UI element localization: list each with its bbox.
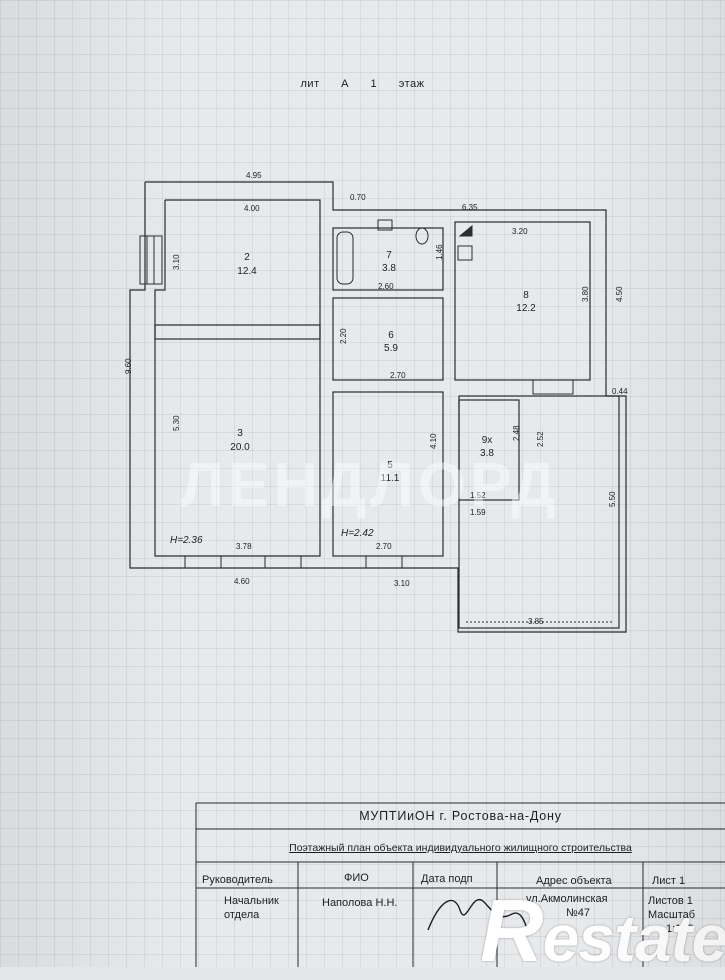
stamp-table (195, 802, 725, 967)
ceiling-heights: Н=2.36 Н=2.42 (170, 528, 374, 546)
dim-960: 9.60 (124, 358, 133, 374)
dim-044: 0.44 (612, 387, 628, 396)
fixtures (336, 219, 473, 285)
dim-152: 1.52 (470, 491, 486, 500)
window-room-8 (532, 379, 574, 395)
height-room-5: Н=2.42 (341, 528, 374, 539)
stamp-description: Поэтажный план объекта индивидуального ж… (289, 842, 632, 854)
dim-320: 3.20 (512, 227, 528, 236)
veranda-outline (458, 395, 620, 629)
room-5-area: 11.1 (381, 473, 400, 484)
room-labels: 2 12.4 3 20.0 5 11.1 6 5.9 7 3.8 8 12.2 … (230, 250, 536, 484)
dim-635: 6.35 (462, 203, 478, 212)
stamp-header-sheet: Лист 1 (652, 875, 686, 887)
stove-icon (457, 245, 473, 261)
stamp-header-date: Дата подп (421, 873, 473, 885)
room-3-area: 20.0 (230, 442, 250, 453)
dim-070: 0.70 (350, 193, 366, 202)
room-5-number: 5 (387, 460, 393, 471)
inner-wall-left (154, 199, 321, 557)
dim-260: 2.60 (378, 282, 394, 291)
stamp-address-line1: ул.Акмолинская (526, 893, 608, 905)
room-8-outline (454, 221, 591, 381)
window-bottom-1 (184, 555, 222, 569)
dim-495: 4.95 (246, 171, 262, 180)
window-bottom-3 (365, 555, 403, 569)
dim-400: 4.00 (244, 204, 260, 213)
bathtub-icon (336, 231, 354, 285)
stamp-block: МУПТИиОН г. Ростова-на-Дону Поэтажный пл… (196, 803, 725, 967)
plan-heading: лит А 1 этаж (300, 78, 425, 90)
dim-270a: 2.70 (390, 371, 406, 380)
dim-410: 4.10 (429, 433, 438, 449)
dim-310a: 3.10 (172, 254, 181, 270)
dim-252: 2.52 (536, 431, 545, 447)
dim-530: 5.30 (172, 415, 181, 431)
room-2-number: 2 (244, 252, 250, 263)
window-left (139, 235, 163, 285)
room-8-number: 8 (523, 290, 529, 301)
dim-310b: 3.10 (394, 579, 410, 588)
stamp-scale-label: Масштаб (648, 909, 696, 921)
room-8-area: 12.2 (516, 303, 536, 314)
stamp-scale-value: 1:100 (666, 923, 694, 935)
dim-146: 1.46 (435, 244, 444, 260)
stamp-position-line1: Начальник (224, 895, 279, 907)
dim-220: 2.20 (339, 328, 348, 344)
dim-460: 4.60 (234, 577, 250, 586)
outer-wall-outline (129, 181, 627, 633)
boiler-icon (458, 224, 473, 237)
room-6-number: 6 (388, 330, 394, 341)
dimension-labels: 4.95 4.00 0.70 6.35 3.20 3.10 9.60 1.46 … (124, 171, 628, 626)
room-6-area: 5.9 (384, 343, 398, 354)
dim-159: 1.59 (470, 508, 486, 517)
dim-248: 2.48 (512, 425, 521, 441)
dim-270b: 2.70 (376, 542, 392, 551)
room-7-area: 3.8 (382, 263, 396, 274)
stamp-header-address: Адрес объекта (536, 875, 612, 887)
outer-walls (129, 181, 627, 633)
room-3-number: 3 (237, 428, 243, 439)
stamp-name: Наполова Н.Н. (322, 897, 398, 909)
dim-385: 3.85 (528, 617, 544, 626)
stamp-organization: МУПТИиОН г. Ростова-на-Дону (359, 809, 562, 823)
height-room-3: Н=2.36 (170, 535, 203, 546)
room-9x-number: 9х (482, 435, 493, 446)
room-6-outline (332, 297, 444, 381)
brand-logo: Restate (480, 881, 725, 980)
toilet-icon (415, 227, 429, 245)
signature (427, 899, 527, 931)
wall-2-3 (154, 324, 321, 340)
stamp-position-line2: отдела (224, 909, 260, 921)
dim-550: 5.50 (608, 491, 617, 507)
dim-450: 4.50 (615, 286, 624, 302)
dim-380: 3.80 (581, 286, 590, 302)
room-7-number: 7 (386, 250, 392, 261)
windows (139, 235, 612, 623)
room-9x-area: 3.8 (480, 448, 494, 459)
sink-icon (377, 219, 393, 231)
stamp-address-line2: №47 (566, 907, 591, 919)
room-7-outline (332, 227, 444, 291)
stamp-header-head: Руководитель (202, 874, 273, 886)
stamp-header-fio: ФИО (344, 872, 369, 884)
window-bottom-2 (264, 555, 302, 569)
room-2-area: 12.4 (237, 266, 257, 277)
dim-378: 3.78 (236, 542, 252, 551)
watermark-text: ЛЕНДЛОРД (180, 451, 560, 520)
stamp-sheets: Листов 1 (648, 895, 693, 907)
